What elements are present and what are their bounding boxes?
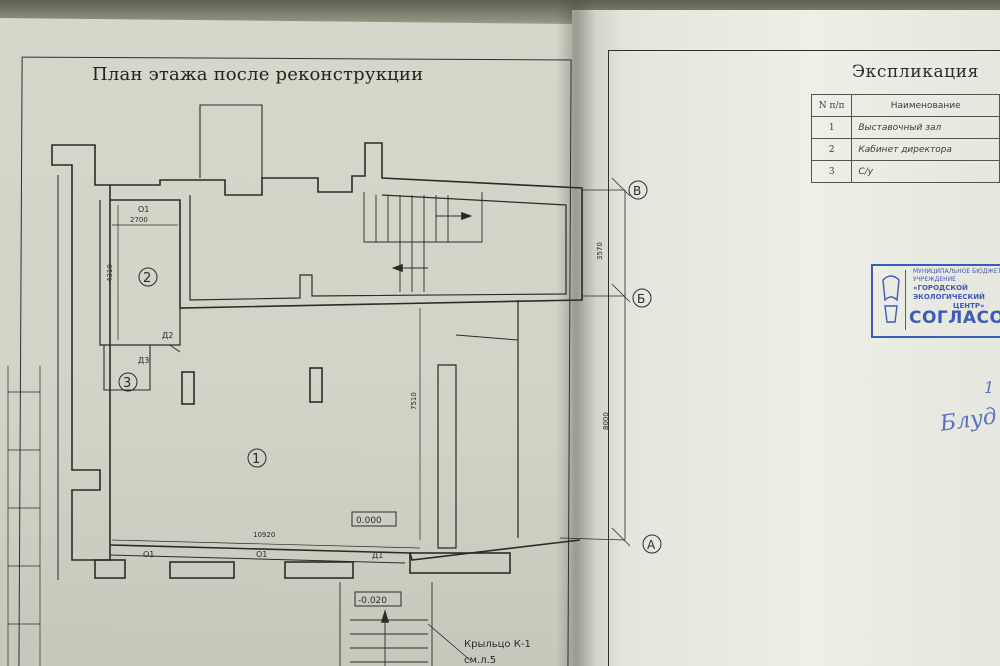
approval-stamp: МУНИЦИПАЛЬНОЕ БЮДЖЕТНОЕ УЧРЕЖДЕНИЕ «ГОРО… bbox=[871, 264, 1000, 338]
axis-b-label: Б bbox=[637, 292, 645, 306]
drawing-frame-right bbox=[608, 50, 1000, 666]
table-row: 3 С/у bbox=[810, 160, 1000, 183]
porch-note-1: Крыльцо К-1 bbox=[464, 639, 531, 650]
page-fold bbox=[556, 0, 596, 666]
stamp-org: МУНИЦИПАЛЬНОЕ БЮДЖЕТНОЕ УЧРЕЖДЕНИЕ «ГОРО… bbox=[913, 268, 1000, 310]
table-header-row: N п/п Наименование bbox=[810, 94, 1000, 117]
row-name: Кабинет директора bbox=[851, 138, 1000, 161]
dim-room2-height: 4310 bbox=[106, 264, 114, 282]
signature-date: 1 bbox=[984, 378, 995, 397]
room-3-label: 3 bbox=[123, 376, 131, 391]
porch-level-mark: -0.020 bbox=[358, 596, 387, 606]
explication-title: Экспликация bbox=[852, 62, 979, 82]
axis-a-label: А bbox=[647, 538, 656, 552]
floor-level-mark: 0.000 bbox=[356, 516, 382, 526]
room-1-label: 1 bbox=[252, 452, 260, 467]
door-label-d2: Д2 bbox=[162, 331, 173, 340]
window-label-bottom-2: О1 bbox=[256, 550, 267, 559]
row-num: 2 bbox=[810, 138, 853, 161]
dim-span-vb: 3570 bbox=[596, 242, 604, 260]
row-name: С/у bbox=[851, 160, 1000, 183]
row-num: 1 bbox=[810, 116, 853, 139]
row-name: Выставочный зал bbox=[851, 116, 1000, 139]
table-row: 2 Кабинет директора bbox=[810, 138, 1000, 161]
stamp-agreed: СОГЛАСОВАНО bbox=[909, 308, 1000, 328]
dim-width-bottom: 10920 bbox=[253, 531, 275, 539]
header-num: N п/п bbox=[810, 94, 853, 117]
axis-v-label: В bbox=[633, 184, 641, 198]
porch-note-2: см.л.5 bbox=[464, 655, 496, 666]
dim-room2-width: 2700 bbox=[130, 216, 148, 224]
table-row: 1 Выставочный зал bbox=[810, 116, 1000, 139]
window-label-bottom-1: О1 bbox=[143, 550, 154, 559]
room-2-label: 2 bbox=[143, 271, 151, 286]
stamp-logo-icon bbox=[877, 270, 906, 330]
dim-hall-height: 7510 bbox=[410, 392, 418, 410]
explication-table: N п/п Наименование 1 Выставочный зал 2 К… bbox=[810, 94, 1000, 183]
row-num: 3 bbox=[810, 160, 853, 183]
door-label-d3: Д3 bbox=[138, 356, 149, 365]
window-label-top: О1 bbox=[138, 205, 149, 214]
header-name: Наименование bbox=[851, 94, 1000, 117]
dim-span-ba: 8000 bbox=[602, 412, 610, 430]
door-label-d1: Д1 bbox=[372, 551, 383, 560]
plan-title: План этажа после реконструкции bbox=[92, 64, 424, 85]
